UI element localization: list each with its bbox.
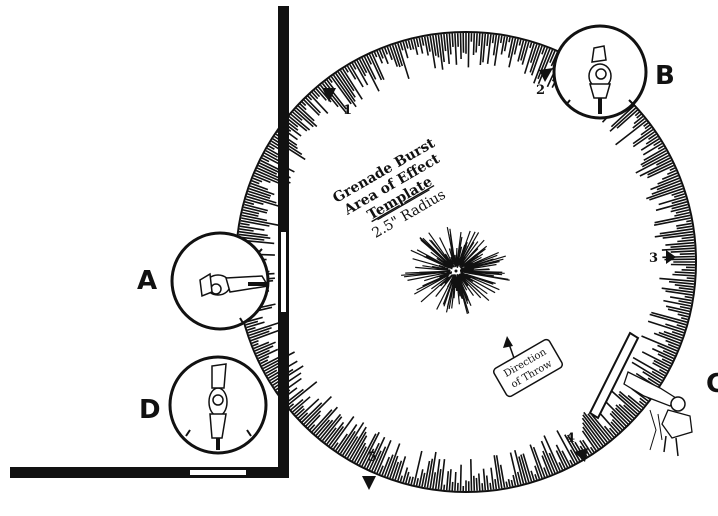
marker-3-label: 3	[649, 251, 658, 266]
figure-a: A	[137, 233, 268, 329]
figure-d-label: D	[139, 395, 161, 425]
figure-b-label: B	[655, 61, 675, 91]
wall-gap-vertical	[281, 232, 286, 312]
figure-d: D	[139, 357, 266, 453]
marker-1-label: 1	[343, 103, 352, 118]
marker-2-label: 2	[536, 83, 545, 98]
figure-c-label: C	[706, 369, 718, 399]
wall-horizontal	[10, 467, 289, 478]
marker-5-triangle	[362, 476, 376, 490]
figure-b: B	[554, 26, 675, 118]
marker-5-label: 5	[368, 450, 377, 465]
center-point	[455, 270, 458, 273]
wall-gap-horizontal	[190, 470, 246, 475]
figure-a-label: A	[137, 266, 157, 296]
marker-4-label: 4	[566, 431, 575, 446]
